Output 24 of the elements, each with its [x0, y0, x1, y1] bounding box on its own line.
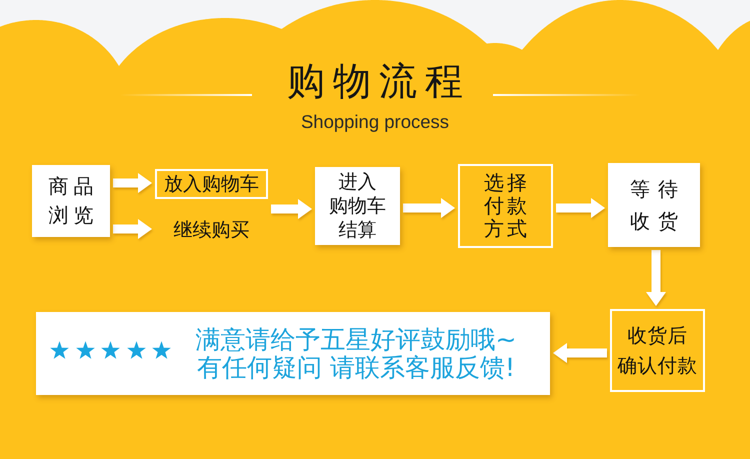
review-message: 满意请给予五星好评鼓励哦~有任何疑问 请联系客服反馈!	[196, 326, 516, 382]
arrow	[113, 173, 152, 193]
title: 购物流程	[286, 58, 471, 104]
arrow	[556, 198, 605, 218]
message-panel	[36, 312, 550, 395]
step-label: 选择付款方式	[483, 172, 530, 240]
outlined-box	[155, 169, 268, 199]
process-box	[32, 165, 110, 237]
outlined-box	[458, 164, 553, 248]
step-label: 进入购物车结算	[329, 170, 386, 242]
arrow	[271, 199, 312, 219]
process-box	[608, 163, 700, 247]
step-label: 继续购买	[174, 218, 250, 242]
step-label: 放入购物车	[164, 172, 259, 196]
step-label: 收货后确认付款	[618, 322, 698, 378]
step-label: 商品浏览	[48, 173, 98, 229]
arrow	[646, 250, 666, 306]
outlined-box	[610, 309, 705, 392]
subtitle: Shopping process	[300, 110, 450, 134]
arrow	[113, 219, 152, 239]
process-box	[315, 167, 400, 245]
arrow	[403, 198, 455, 218]
step-label: 等待收货	[629, 176, 686, 235]
arrow	[553, 343, 607, 363]
